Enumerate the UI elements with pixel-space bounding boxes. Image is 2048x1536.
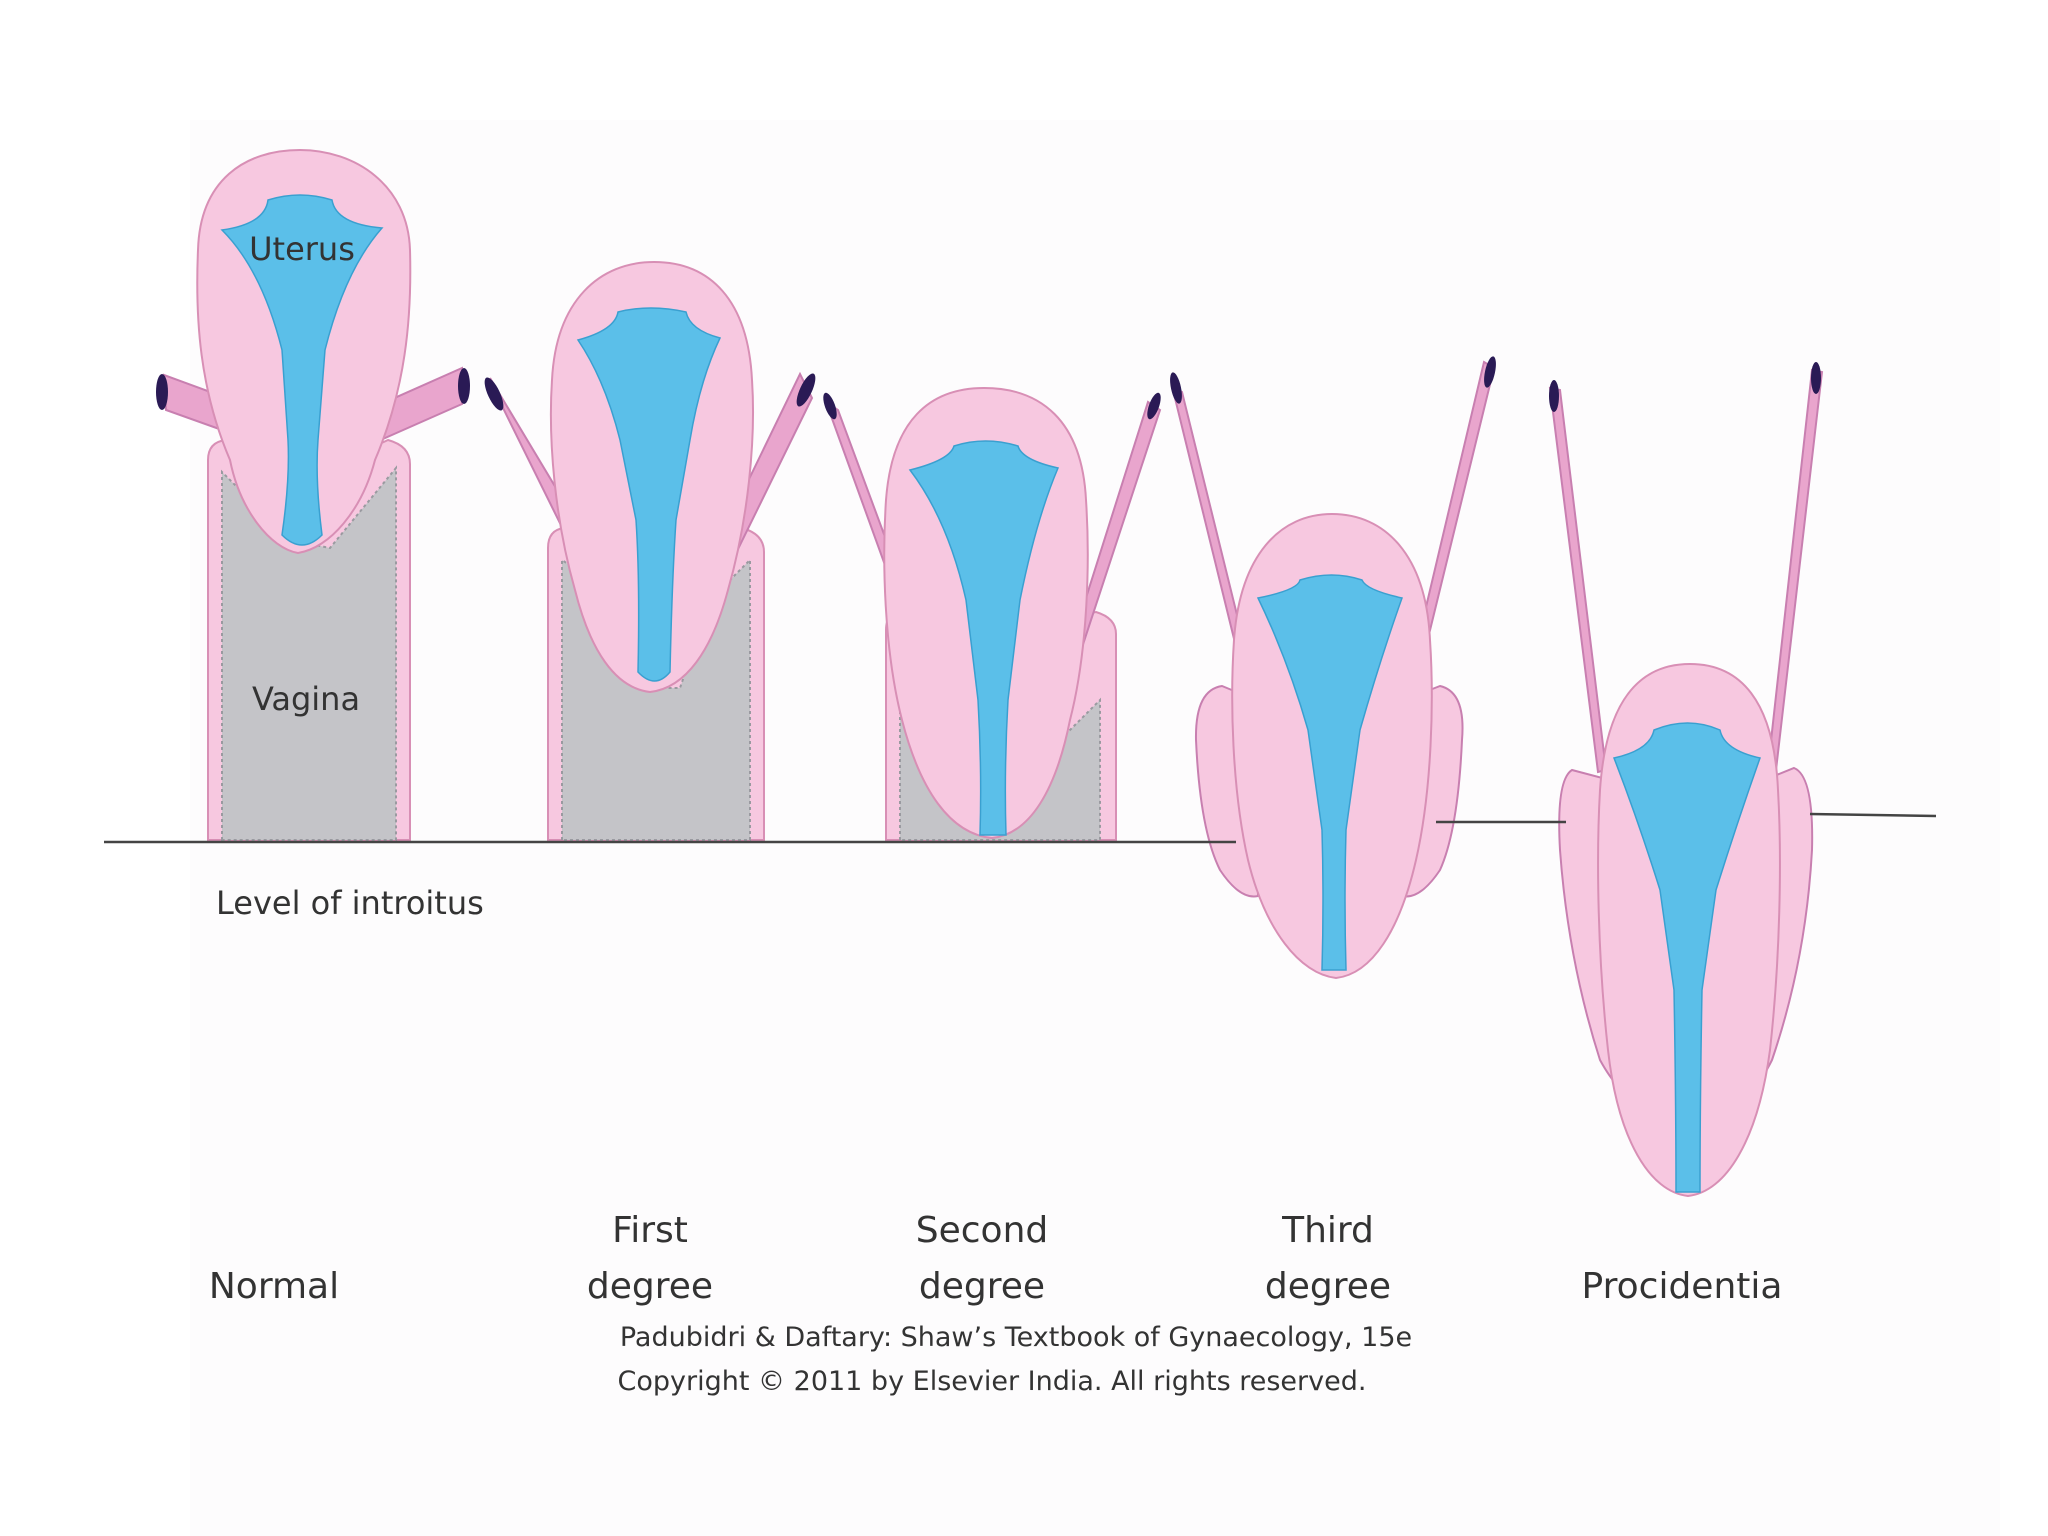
normal-right-ligament-end [458, 368, 470, 404]
first-right-ligament-end [796, 373, 816, 407]
second-left-ligament-end [823, 392, 837, 420]
normal-uterine-cavity [220, 194, 384, 546]
stage-normal-label: Normal [209, 1266, 339, 1307]
stage-procidentia-label: Procidentia [1582, 1266, 1783, 1307]
first-left-ligament-end [484, 377, 504, 411]
normal-stage [156, 148, 470, 841]
uterus-label: Uterus [249, 230, 355, 268]
second-right-ligament-end [1147, 392, 1161, 420]
first-uterine-cavity [576, 307, 722, 682]
third-right-ligament-end [1484, 356, 1496, 388]
third-degree-stage [1170, 356, 1496, 980]
citation-line-2: Copyright © 2011 by Elsevier India. All … [618, 1366, 1367, 1397]
procidentia-left-ligament-end [1549, 380, 1559, 412]
procidentia-uterine-cavity [1612, 722, 1761, 1193]
vagina-label: Vagina [252, 680, 360, 718]
procidentia-stage [1548, 362, 1824, 1198]
stage-second-label-line1: Second [916, 1210, 1049, 1251]
third-left-ligament-end [1170, 372, 1182, 404]
third-uterine-cavity [1256, 574, 1403, 971]
second-uterine-cavity [908, 440, 1060, 836]
stage-first-label-line2: degree [587, 1266, 713, 1307]
first-degree-stage [484, 260, 816, 841]
normal-vagina-lumen [221, 465, 397, 841]
stage-first-label-line1: First [612, 1210, 688, 1251]
second-degree-stage [823, 386, 1162, 841]
stage-third-label-line2: degree [1265, 1266, 1391, 1307]
procidentia-right-ligament-end [1811, 362, 1821, 394]
normal-left-ligament-end [156, 374, 168, 410]
introitus-level-line [104, 812, 1937, 844]
introitus-label: Level of introitus [216, 884, 484, 922]
stage-third-label-line1: Third [1281, 1210, 1374, 1251]
stage-second-label-line2: degree [919, 1266, 1045, 1307]
citation-line-1: Padubidri & Daftary: Shaw’s Textbook of … [620, 1322, 1412, 1353]
